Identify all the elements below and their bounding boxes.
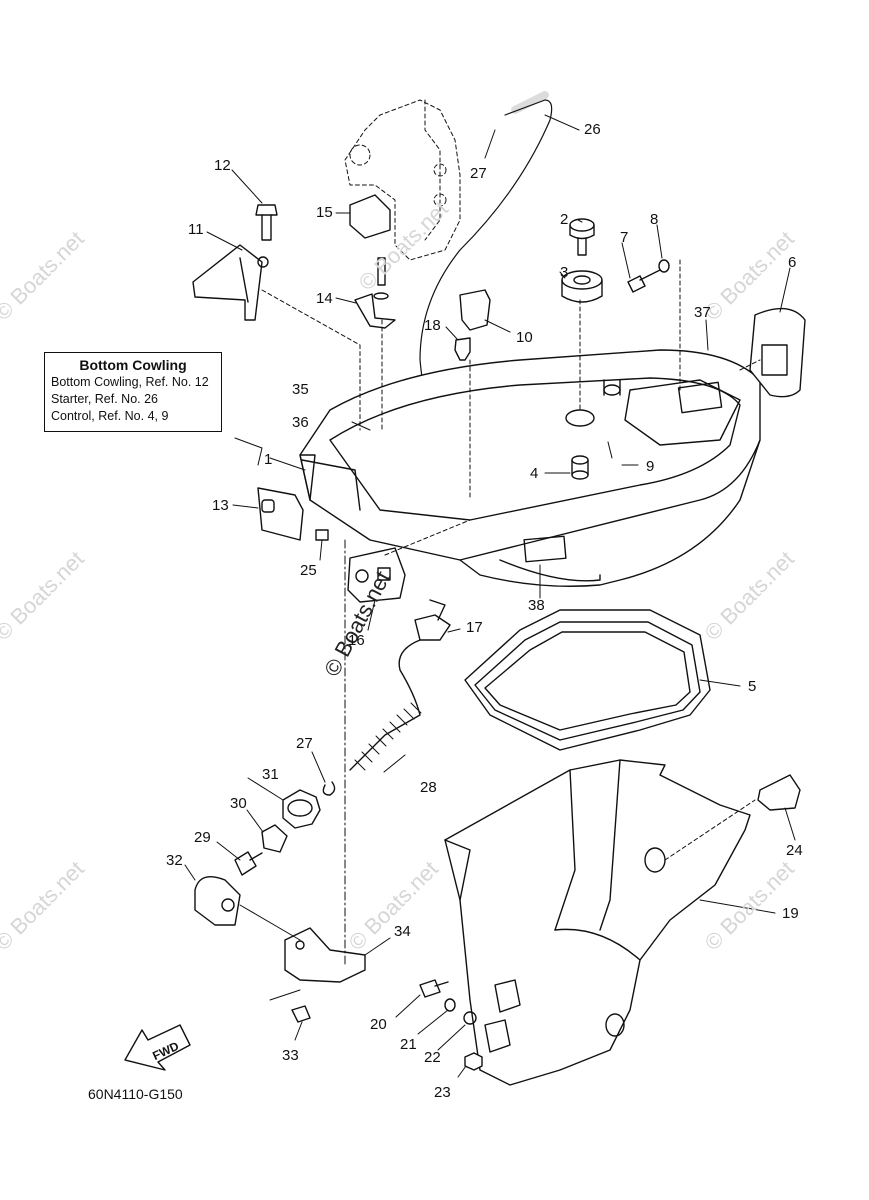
callout-27-lower: 27 — [296, 735, 313, 752]
bolt-12 — [255, 204, 278, 241]
callout-13: 13 — [212, 497, 229, 514]
nut-23 — [464, 1052, 483, 1071]
callout-16: 16 — [348, 632, 365, 649]
callout-30: 30 — [230, 795, 247, 812]
callout-28: 28 — [420, 779, 437, 796]
callout-10: 10 — [516, 329, 533, 346]
callout-35: 35 — [292, 381, 309, 398]
washer-8 — [658, 259, 670, 273]
callout-5: 5 — [748, 678, 757, 695]
callout-29: 29 — [194, 829, 211, 846]
callout-11: 11 — [188, 221, 204, 238]
plug-24 — [757, 774, 801, 811]
bottom-cowling-tray — [299, 349, 761, 587]
washer-22 — [463, 1011, 477, 1025]
cable-28 — [349, 639, 421, 771]
callout-31: 31 — [262, 766, 279, 783]
bracket-34 — [284, 927, 366, 983]
callout-26: 26 — [584, 121, 601, 138]
callout-33: 33 — [282, 1047, 299, 1064]
callout-7: 7 — [620, 229, 629, 246]
engine-block-outline — [344, 99, 461, 261]
grip-32 — [194, 876, 241, 926]
bolt-20 — [419, 979, 449, 998]
callout-12: 12 — [214, 157, 231, 174]
bolt-7 — [627, 269, 661, 293]
callout-1: 1 — [264, 451, 273, 468]
grommet-17 — [414, 614, 451, 641]
callout-6: 6 — [788, 254, 797, 271]
callout-24: 24 — [786, 842, 803, 859]
legend-row: Bottom Cowling, Ref. No. 12 — [51, 375, 209, 389]
callout-27-upper: 27 — [470, 165, 487, 182]
callout-23: 23 — [434, 1084, 451, 1101]
callout-20: 20 — [370, 1016, 387, 1033]
callout-38: 38 — [528, 597, 545, 614]
plug-10 — [459, 289, 491, 331]
callout-17: 17 — [466, 619, 483, 636]
callout-18: 18 — [424, 317, 441, 334]
callout-15: 15 — [316, 204, 333, 221]
cable-28-spring — [354, 702, 422, 771]
callout-32: 32 — [166, 852, 183, 869]
grommet-3 — [561, 270, 603, 303]
legend-title: Bottom Cowling — [79, 357, 187, 373]
bolt-29 — [234, 851, 263, 876]
bolt-33 — [291, 1005, 311, 1023]
lower-cowling-19 — [444, 759, 751, 1086]
washer-21 — [444, 998, 456, 1012]
callout-3: 3 — [560, 264, 569, 281]
callout-4: 4 — [530, 465, 539, 482]
clip-14 — [354, 293, 396, 329]
legend-row: Starter, Ref. No. 26 — [51, 392, 158, 406]
callout-8: 8 — [650, 211, 659, 228]
callout-25: 25 — [300, 562, 317, 579]
callout-19: 19 — [782, 905, 799, 922]
switch-16 — [347, 547, 406, 603]
knob-31 — [282, 789, 321, 829]
plug-18 — [454, 337, 471, 361]
callout-22: 22 — [424, 1049, 441, 1066]
callout-2: 2 — [560, 211, 569, 228]
diagram-code: 60N4110-G150 — [88, 1086, 183, 1102]
leader-lines — [184, 114, 796, 1078]
legend-box: Bottom Cowling Bottom Cowling, Ref. No. … — [44, 352, 222, 432]
callout-37: 37 — [694, 304, 711, 321]
callout-34: 34 — [394, 923, 411, 940]
callout-14: 14 — [316, 290, 333, 307]
washer-30 — [261, 824, 288, 853]
part-13 — [257, 487, 304, 541]
clip-27-lower — [322, 781, 336, 796]
bolt-2 — [569, 218, 595, 256]
seal-5 — [464, 609, 711, 751]
callout-21: 21 — [400, 1036, 417, 1053]
legend-row: Control, Ref. No. 4, 9 — [51, 409, 169, 423]
callout-36: 36 — [292, 414, 309, 431]
fwd-arrow — [124, 1024, 191, 1071]
bracket-11 — [192, 244, 263, 321]
part-25 — [315, 529, 329, 541]
clip-15 — [349, 194, 391, 239]
callout-9: 9 — [646, 458, 655, 475]
